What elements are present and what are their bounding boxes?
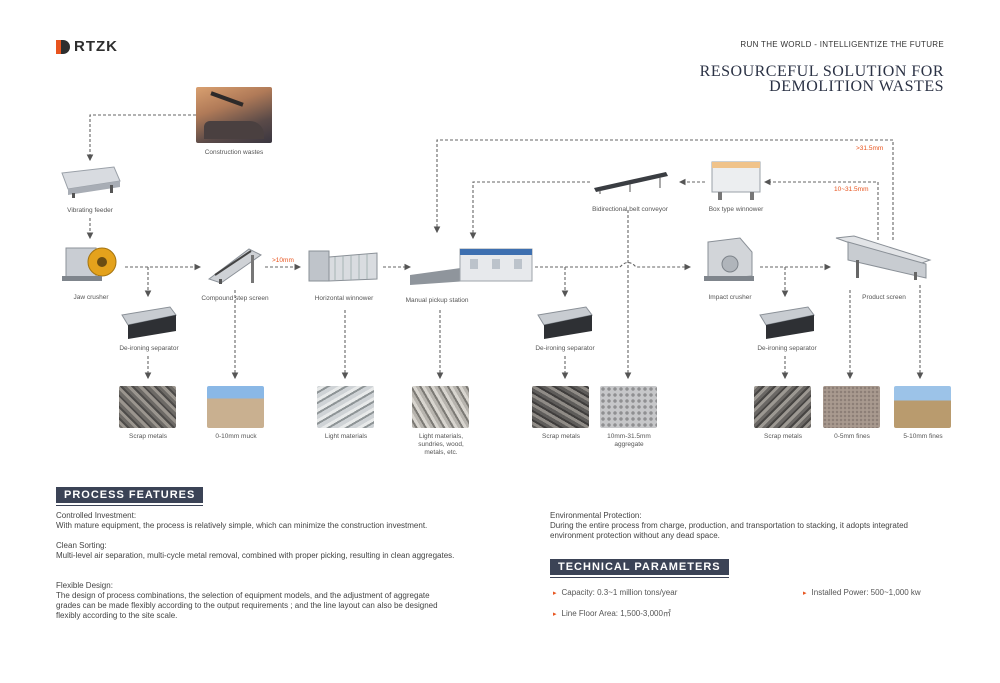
deironing-separator-3-label: De-ironing separator bbox=[757, 345, 817, 352]
size-label-10-31-5: 10~31.5mm bbox=[834, 186, 869, 193]
size-label-gt10: >10mm bbox=[272, 257, 294, 264]
feature-controlled-investment: Controlled Investment: With mature equip… bbox=[56, 511, 456, 531]
muck-label: 0-10mm muck bbox=[215, 433, 257, 440]
title-line-2: DEMOLITION WASTES bbox=[769, 78, 944, 95]
product-screen-node: Product screen bbox=[834, 234, 934, 301]
scrap-metals-photo bbox=[754, 386, 811, 428]
fines-0-5-photo bbox=[823, 386, 880, 428]
param-capacity: ▸ Capacity: 0.3~1 million tons/year bbox=[553, 588, 677, 597]
brand-logo: RTZK bbox=[56, 38, 118, 55]
aggregate-photo bbox=[600, 386, 657, 428]
vibrating-feeder-node: Vibrating feeder bbox=[58, 163, 122, 214]
deironing-separator-icon bbox=[121, 306, 177, 339]
feature-body: With mature equipment, the process is re… bbox=[56, 521, 428, 530]
product-screen-icon bbox=[835, 235, 932, 280]
pickup-station-icon bbox=[410, 248, 533, 285]
construction-wastes-photo bbox=[196, 87, 272, 143]
feature-clean-sorting: Clean Sorting: Multi-level air separatio… bbox=[56, 541, 456, 561]
light-materials-mix-photo bbox=[412, 386, 469, 428]
horizontal-winnower-icon bbox=[308, 250, 378, 282]
box-winnower-icon bbox=[711, 161, 761, 200]
scrap-metals-label: Scrap metals bbox=[764, 433, 802, 440]
construction-wastes-label: Construction wastes bbox=[204, 149, 264, 156]
bullet-icon: ▸ bbox=[553, 610, 557, 618]
scrap-metals-photo bbox=[119, 386, 176, 428]
logo-text: RTZK bbox=[74, 38, 118, 55]
logo-icon bbox=[56, 39, 70, 54]
scrap-metals-photo bbox=[532, 386, 589, 428]
param-power: ▸ Installed Power: 500~1,000 kw bbox=[803, 588, 921, 597]
title-line-1: RESOURCEFUL SOLUTION FOR bbox=[699, 63, 944, 80]
technical-parameters-heading: TECHNICAL PARAMETERS bbox=[550, 559, 729, 578]
impact-crusher-label: Impact crusher bbox=[708, 294, 752, 301]
process-features-heading: PROCESS FEATURES bbox=[56, 487, 204, 506]
deironing-separator-icon bbox=[537, 306, 593, 339]
feature-body: The design of process combinations, the … bbox=[56, 591, 438, 620]
feature-body: Multi-level air separation, multi-cycle … bbox=[56, 551, 455, 560]
box-type-winnower-node: Box type winnower bbox=[708, 160, 764, 213]
slogan: RUN THE WORLD - INTELLIGENTIZE THE FUTUR… bbox=[740, 40, 944, 49]
jaw-crusher-label: Jaw crusher bbox=[73, 294, 109, 301]
deironing-separator-icon bbox=[759, 306, 815, 339]
bullet-icon: ▸ bbox=[803, 589, 807, 597]
fines-0-5-label: 0-5mm fines bbox=[834, 433, 870, 440]
fines-5-10-photo bbox=[894, 386, 951, 428]
box-type-winnower-label: Box type winnower bbox=[708, 206, 764, 213]
horizontal-winnower-label: Horizontal winnower bbox=[314, 295, 374, 302]
light-materials-mix-label: Light materials, sundries, wood, metals,… bbox=[418, 433, 464, 456]
jaw-crusher-icon bbox=[62, 247, 117, 281]
feature-flexible-design: Flexible Design: The design of process c… bbox=[56, 581, 456, 621]
compound-step-screen-label: Compound step screen bbox=[201, 295, 269, 302]
feature-title: Environmental Protection: bbox=[550, 511, 642, 520]
scrap-metals-label: Scrap metals bbox=[129, 433, 167, 440]
bullet-icon: ▸ bbox=[553, 589, 557, 597]
vibrating-feeder-label: Vibrating feeder bbox=[67, 207, 113, 214]
belt-conveyor-label: Bidirectional belt conveyor bbox=[592, 206, 668, 213]
param-area-text: Line Floor Area: 1,500-3,000㎡ bbox=[561, 609, 671, 618]
impact-crusher-icon bbox=[704, 237, 754, 281]
manual-pickup-station-label: Manual pickup station bbox=[405, 297, 469, 304]
horizontal-winnower-node: Horizontal winnower bbox=[305, 243, 381, 302]
vibrating-feeder-icon bbox=[61, 166, 121, 198]
aggregate-label: 10mm-31.5mm aggregate bbox=[607, 433, 651, 448]
belt-conveyor-icon bbox=[594, 172, 668, 194]
muck-photo bbox=[207, 386, 264, 428]
deironing-separator-1-label: De-ironing separator bbox=[119, 345, 179, 352]
light-materials-photo bbox=[317, 386, 374, 428]
product-screen-label: Product screen bbox=[862, 294, 906, 301]
light-materials-label: Light materials bbox=[324, 433, 368, 440]
param-capacity-text: Capacity: 0.3~1 million tons/year bbox=[561, 588, 678, 597]
impact-crusher-node: Impact crusher bbox=[700, 236, 760, 301]
size-label-gt31-5: >31.5mm bbox=[856, 145, 884, 152]
deironing-separator-1-node: De-ironing separator bbox=[119, 305, 179, 352]
page-title: RESOURCEFUL SOLUTION FOR DEMOLITION WAST… bbox=[699, 63, 944, 95]
compound-step-screen-node: Compound step screen bbox=[201, 245, 269, 302]
deironing-separator-2-node: De-ironing separator bbox=[535, 305, 595, 352]
manual-pickup-station-node: Manual pickup station bbox=[406, 245, 536, 304]
feature-title: Controlled Investment: bbox=[56, 511, 137, 520]
belt-conveyor-node: Bidirectional belt conveyor bbox=[590, 168, 672, 213]
jaw-crusher-node: Jaw crusher bbox=[60, 240, 122, 301]
step-screen-icon bbox=[207, 248, 262, 284]
param-area: ▸ Line Floor Area: 1,500-3,000㎡ bbox=[553, 608, 671, 619]
feature-environmental-protection: Environmental Protection: During the ent… bbox=[550, 511, 946, 541]
feature-body: During the entire process from charge, p… bbox=[550, 521, 908, 540]
feature-title: Clean Sorting: bbox=[56, 541, 107, 550]
param-power-text: Installed Power: 500~1,000 kw bbox=[811, 588, 921, 597]
deironing-separator-3-node: De-ironing separator bbox=[757, 305, 817, 352]
deironing-separator-2-label: De-ironing separator bbox=[535, 345, 595, 352]
feature-title: Flexible Design: bbox=[56, 581, 113, 590]
scrap-metals-label: Scrap metals bbox=[542, 433, 580, 440]
fines-5-10-label: 5-10mm fines bbox=[903, 433, 943, 440]
